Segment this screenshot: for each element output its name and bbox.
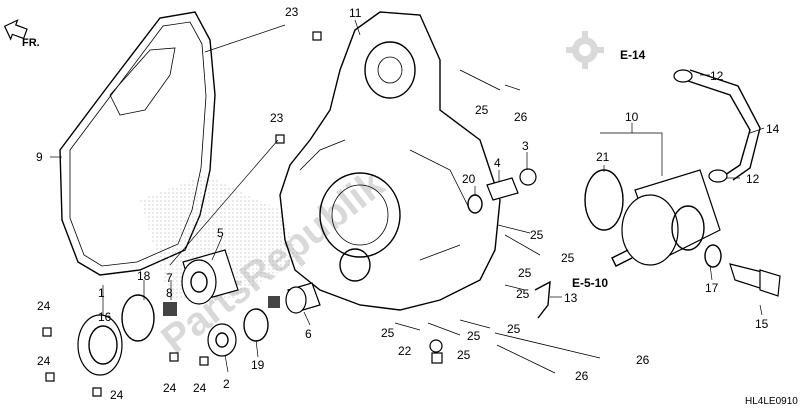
callout-1: 1: [98, 286, 105, 300]
callout-25-b: 25: [530, 228, 544, 242]
callout-15: 15: [755, 317, 769, 331]
callout-25-c: 25: [561, 251, 575, 265]
o-ring-19: [243, 308, 269, 342]
diagram-code: HL4LE0910: [745, 396, 798, 407]
callout-24-b: 24: [37, 354, 51, 368]
callout-25-g: 25: [507, 322, 521, 336]
collar-6: [285, 282, 321, 314]
reference-e-14: E-14: [620, 48, 646, 62]
callout-11: 11: [349, 6, 362, 20]
callout-18: 18: [137, 269, 151, 283]
callout-3: 3: [522, 139, 529, 153]
callout-13: 13: [564, 291, 578, 305]
o-ring-18: [121, 294, 155, 342]
gear-icon: [566, 31, 604, 69]
relief-valve-2: [207, 323, 237, 357]
leader-lines: [50, 19, 765, 373]
callout-24-d: 24: [163, 381, 177, 395]
callout-6: 6: [305, 327, 312, 341]
reference-e-5-10: E-5-10: [572, 276, 608, 290]
arrow-icon: [3, 19, 28, 41]
callout-4: 4: [494, 156, 501, 170]
callout-25-a: 25: [475, 103, 489, 117]
filter-cover-1: [77, 314, 123, 376]
callout-24-a: 24: [37, 299, 51, 313]
callout-17: 17: [705, 281, 719, 295]
crankcase-cover-11: [279, 11, 501, 311]
callout-25-d: 25: [518, 266, 532, 280]
callout-24-c: 24: [110, 388, 124, 402]
callout-14: 14: [766, 122, 780, 136]
callout-25-i: 25: [457, 348, 471, 362]
callout-22: 22: [398, 344, 412, 358]
callout-10: 10: [625, 110, 639, 124]
oil-filter-5: [181, 249, 239, 305]
callout-26-a: 26: [514, 110, 528, 124]
callout-21: 21: [596, 150, 610, 164]
callout-25-e: 25: [516, 287, 530, 301]
joint-4: [486, 177, 519, 201]
callout-9: 9: [36, 150, 43, 164]
callout-26-c: 26: [575, 369, 589, 383]
hose-14: [684, 69, 761, 181]
callout-23-upper: 23: [285, 5, 299, 19]
callout-16: 16: [98, 310, 112, 324]
direction-indicator: FR.: [3, 19, 40, 49]
callout-25-f: 25: [381, 326, 395, 340]
washer-17: [704, 244, 722, 268]
clamp-13: [534, 280, 551, 319]
hose-clamp-12-upper: [673, 69, 693, 83]
callout-25-h: 25: [467, 329, 481, 343]
callout-20: 20: [462, 172, 476, 186]
callout-19: 19: [251, 358, 265, 372]
oil-cooler-10: [611, 169, 721, 267]
hose-clamp-12-lower: [708, 169, 728, 183]
callout-12-lower: 12: [746, 172, 760, 186]
o-ring-20: [467, 194, 483, 214]
callout-12-upper: 12: [710, 69, 724, 83]
direction-label: FR.: [22, 37, 40, 49]
callout-2: 2: [223, 377, 230, 391]
callout-23-lower: 23: [270, 111, 284, 125]
o-ring-21: [584, 169, 624, 231]
plug-3: [519, 168, 537, 186]
callout-24-e: 24: [193, 381, 207, 395]
callouts: 1 2 3 4 5 6 7 8 9 10 11 12 12 13 14 15 1…: [36, 5, 780, 402]
bolt-15: [729, 263, 781, 297]
callout-7: 7: [166, 271, 173, 285]
callout-5: 5: [217, 226, 224, 240]
callout-8: 8: [166, 286, 173, 300]
bolts: [42, 31, 601, 397]
spring-8: [163, 302, 177, 316]
callout-26-b: 26: [636, 353, 650, 367]
spring-7: [268, 296, 280, 308]
